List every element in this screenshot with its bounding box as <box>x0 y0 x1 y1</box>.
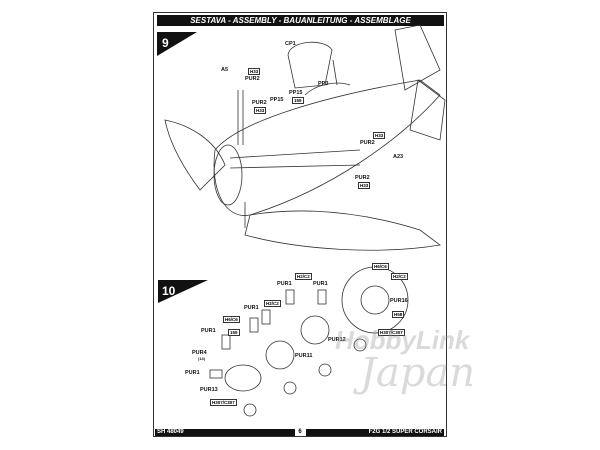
aircraft-drawing <box>164 24 446 251</box>
watermark-line2: Japan <box>360 350 476 396</box>
paint-code: H6/C6 <box>223 316 240 323</box>
part-label: PP15 <box>289 90 303 96</box>
paint-code: H6/C6 <box>372 263 389 270</box>
watermark-line1: HobbyLink <box>335 325 470 355</box>
footer-title: F2G 1/2 SUPER CORSAIR <box>306 429 444 436</box>
footer-code: SH 48049 <box>155 429 295 436</box>
part-label: PUR13 <box>200 387 218 393</box>
page-number: 6 <box>298 429 302 435</box>
part-label: PUR1 <box>201 328 216 334</box>
part-label: PUR1 <box>185 370 200 376</box>
part-label: PUR2 <box>252 100 267 106</box>
part-label: A5 <box>221 67 229 73</box>
paint-code: H307/C307 <box>378 329 405 336</box>
part-label: PUR12 <box>328 337 346 343</box>
step-10-flag <box>158 280 208 303</box>
part-label: PUR16 <box>390 298 408 304</box>
part-label: PP15 <box>270 97 284 103</box>
part-label: PP3 <box>318 81 329 87</box>
paint-code: H58 <box>392 311 405 318</box>
part-label: PUR2 <box>360 140 375 146</box>
paint-code: 159 <box>228 329 240 336</box>
part-label: PUR11 <box>295 353 313 359</box>
paint-code: H33 <box>248 68 261 75</box>
paint-code: H33 <box>373 132 386 139</box>
step-10-number: 10 <box>162 284 176 298</box>
paint-code: H307/C307 <box>210 399 237 406</box>
step-9-flag <box>157 32 197 56</box>
part-label: PUR1 <box>244 305 259 311</box>
paint-code: 159 <box>292 97 304 104</box>
instruction-page <box>153 12 447 437</box>
step-9-number: 9 <box>162 36 169 50</box>
part-label: PUR1 <box>313 281 328 287</box>
part-label: PUR2 <box>355 175 370 181</box>
paint-code: H33 <box>358 182 371 189</box>
paint-code: H2/C2 <box>264 300 281 307</box>
part-label: PUR2 <box>245 76 260 82</box>
paint-code: H2/C2 <box>391 273 408 280</box>
part-label: PUR1 <box>277 281 292 287</box>
part-label: CP1 <box>285 41 296 47</box>
page-header: SESTAVA - ASSEMBLY - BAUANLEITUNG - ASSE… <box>157 15 444 26</box>
part-label: A23 <box>393 154 404 160</box>
part-label: PUR4 <box>192 350 207 356</box>
part-quantity: (14) <box>198 356 206 361</box>
engine-drawing <box>209 266 409 417</box>
paint-code: H33 <box>254 107 267 114</box>
paint-code: H2/C2 <box>295 273 312 280</box>
